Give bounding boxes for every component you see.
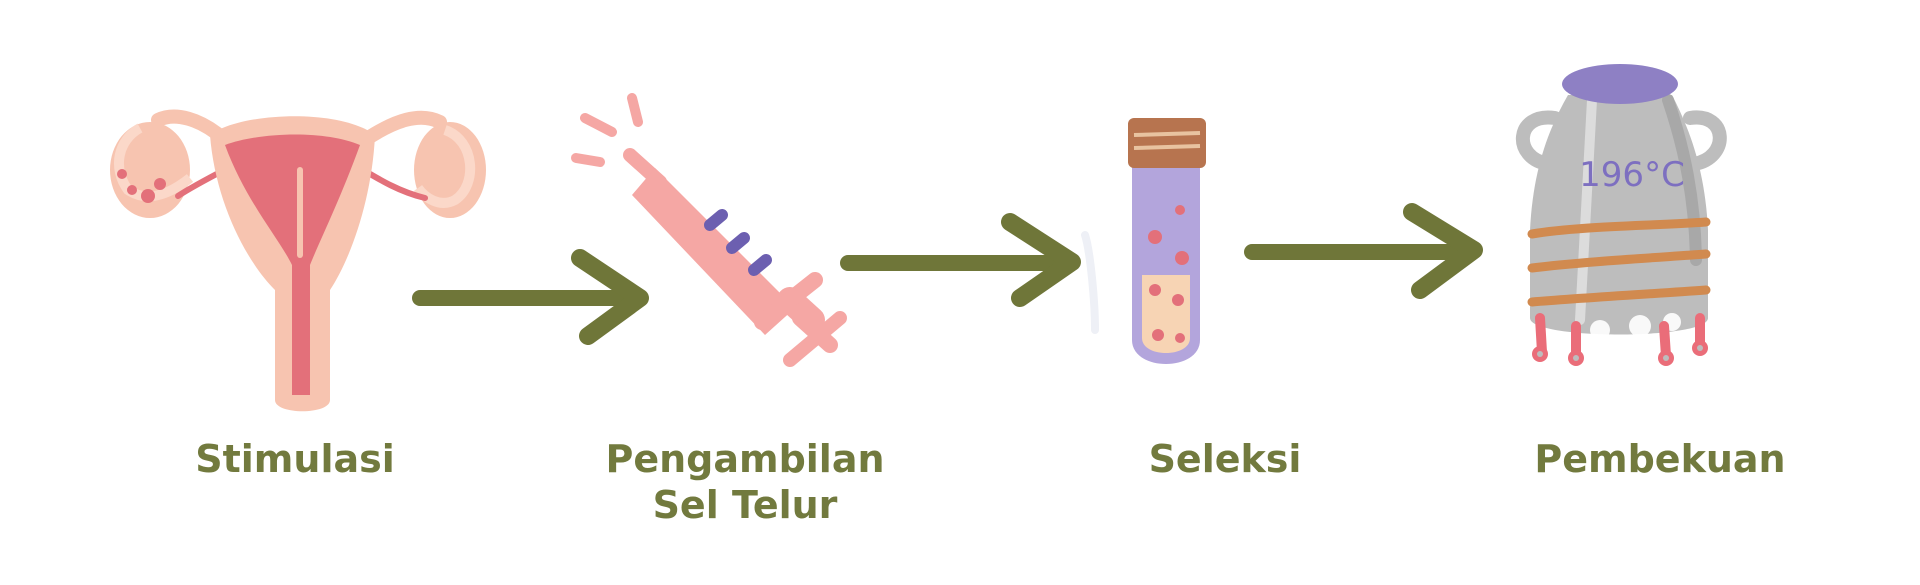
cryo-tank-icon: 196°C xyxy=(1516,64,1727,366)
step-label-line: Pengambilan xyxy=(605,437,885,481)
step-label-line: Seleksi xyxy=(1148,437,1302,481)
step-label-pembekuan: Pembekuan xyxy=(1480,436,1840,482)
temperature-label: 196°C xyxy=(1579,155,1685,195)
step-label-pengambilan-sel-telur: Pengambilan Sel Telur xyxy=(560,436,930,528)
step-label-line: Pembekuan xyxy=(1534,437,1786,481)
step-label-line: Sel Telur xyxy=(652,483,838,527)
arrow-icon xyxy=(840,213,1081,307)
test-tube-icon xyxy=(1081,118,1206,364)
arrow-icon xyxy=(1244,203,1483,299)
uterus-icon xyxy=(110,109,486,412)
step-label-seleksi: Seleksi xyxy=(1060,436,1390,482)
step-label-stimulasi: Stimulasi xyxy=(140,436,450,482)
step-label-line: Stimulasi xyxy=(195,437,395,481)
arrow-icon xyxy=(412,249,649,345)
syringe-icon xyxy=(571,93,847,367)
